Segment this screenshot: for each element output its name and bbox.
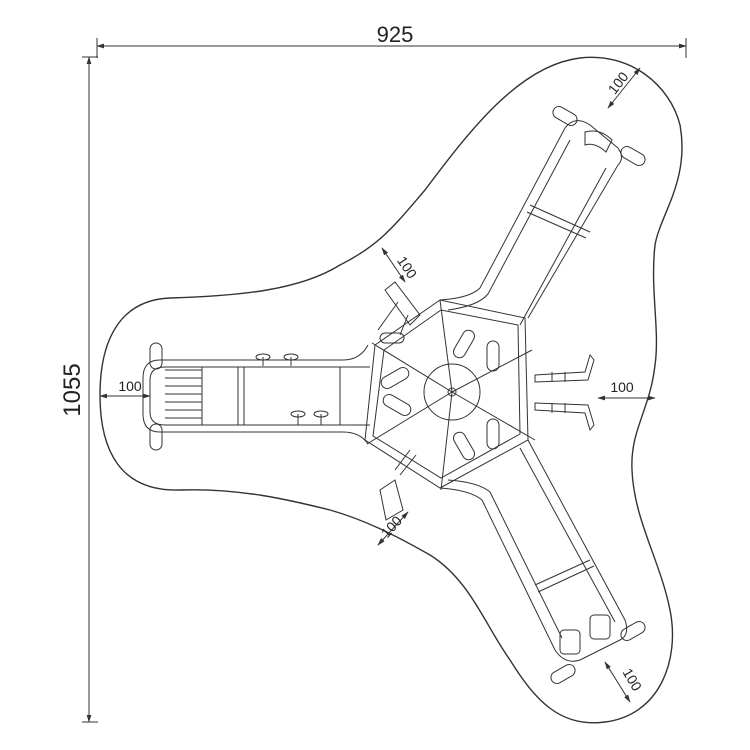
playground-structure [142,106,646,684]
height-dimension-label: 1055 [59,363,86,416]
bottom-right-clearance-label: 100 [620,665,646,693]
central-hub [423,363,481,421]
width-dimension-label: 925 [377,22,414,47]
safety-zone-outline [99,56,683,724]
inner-handles [380,329,500,461]
lower-right-arm [439,439,646,684]
bottom-right-clearance-dimension: 100 [604,661,646,703]
right-clearance-label: 100 [610,379,634,395]
upper-inner-clearance-dimension: 100 [381,247,420,283]
top-right-clearance-label: 100 [605,69,632,97]
left-clearance-label: 100 [118,378,142,394]
left-arm-seats [255,353,329,425]
height-dimension: 1055 [59,56,98,723]
upper-inner-clearance-label: 100 [394,253,420,281]
left-clearance-dimension: 100 [99,378,151,399]
right-clearance-dimension: 100 [597,379,656,401]
lower-spring-rocker [379,449,417,521]
upper-spring-rocker [377,281,421,344]
right-spring-rockers [534,353,595,432]
width-dimension: 925 [96,22,687,58]
upper-right-arm [439,106,646,326]
top-right-clearance-dimension: 100 [605,67,641,109]
left-arm-bridge [142,342,370,451]
